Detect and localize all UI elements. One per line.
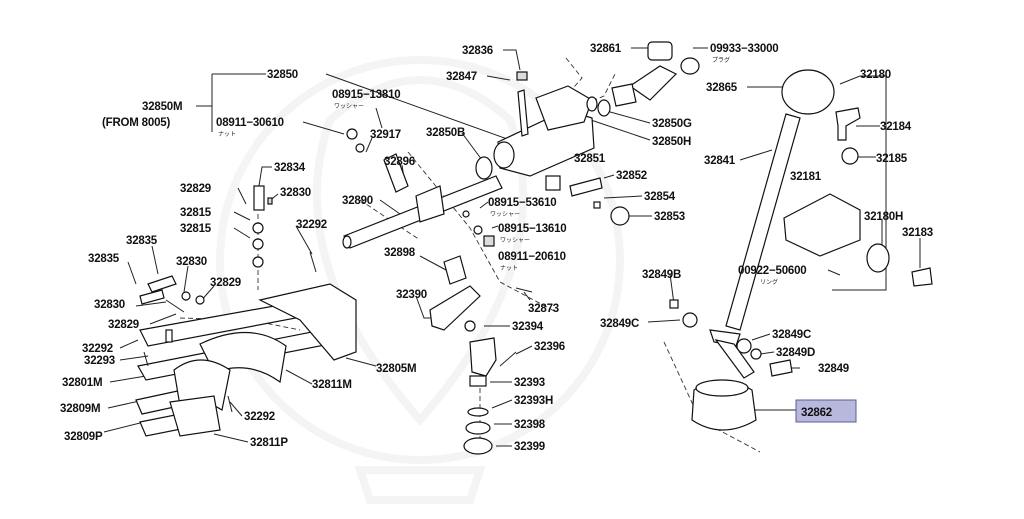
label-32834: 32834 [274,162,306,174]
shift-lever-32841 [691,69,835,431]
label-32183: 32183 [902,227,933,239]
label-32829-c: 32829 [108,319,139,331]
label-00922-50600: 00922−50600 [738,265,806,277]
label-08911-30610-sub: ナット [218,131,236,138]
label-32292-c: 32292 [244,411,275,423]
label-32393: 32393 [514,377,545,389]
label-08915-13610-sub: ワッシャー [500,237,530,244]
label-32809P: 32809P [64,431,103,443]
label-32399: 32399 [514,441,545,453]
label-32181: 32181 [790,171,822,183]
label-32853: 32853 [654,211,685,223]
label-08915-53610: 08915−53610 [488,197,556,209]
label-08915-53610-sub: ワッシャー [490,211,520,218]
label-32850B: 32850B [426,127,465,139]
label-08911-20610: 08911−20610 [498,251,566,263]
label-32835-a: 32835 [126,235,158,247]
label-32390: 32390 [396,289,427,301]
label-32809M: 32809M [60,403,100,415]
label-32898: 32898 [384,247,416,259]
label-32862[interactable]: 32862 [801,407,832,419]
label-32180: 32180 [860,69,891,81]
label-32811M: 32811M [312,379,352,391]
label-32850M-note: (FROM 8005) [102,117,170,129]
label-32836: 32836 [462,45,493,57]
label-32394: 32394 [512,321,544,333]
label-32851: 32851 [574,153,606,165]
label-32805M: 32805M [376,363,416,375]
label-32873: 32873 [528,303,559,315]
label-32292-b: 32292 [82,343,113,355]
label-32815-b: 32815 [180,223,212,235]
label-32835-b: 32835 [88,253,120,265]
label-32396: 32396 [534,341,565,353]
label-09933-33000: 09933−33000 [710,43,778,55]
label-32184: 32184 [880,121,912,133]
label-32849: 32849 [818,363,849,375]
label-32917: 32917 [370,129,401,141]
label-32896: 32896 [384,156,415,168]
label-08915-13810-sub: ワッシャー [334,103,364,110]
label-00922-sub: リング [760,278,778,286]
label-32811P: 32811P [250,437,288,449]
label-32850H: 32850H [652,136,691,148]
label-32180H: 32180H [864,211,903,223]
label-32815-a: 32815 [180,207,212,219]
shift-fork-rails [135,283,357,437]
part-labels: 32836 32861 09933−33000 プラグ 32847 32850 … [60,43,933,453]
shift-rod-32890 [342,175,503,249]
label-32830-c: 32830 [94,299,125,311]
watermark-emblem [216,56,624,504]
label-08911-30610: 08911−30610 [216,117,284,129]
label-32849B: 32849B [642,269,681,281]
label-32850: 32850 [267,69,298,81]
leader-lines [103,47,921,447]
label-32852: 32852 [616,170,647,182]
label-32830-a: 32830 [280,187,311,199]
label-08915-13810: 08915−13810 [332,89,400,101]
label-32292-a: 32292 [296,219,327,231]
label-32865: 32865 [706,82,738,94]
label-32393H: 32393H [514,395,553,407]
label-32849D: 32849D [776,347,815,359]
label-32849C-a: 32849C [600,318,639,330]
label-32890: 32890 [342,195,373,207]
label-32850M: 32850M [142,101,182,113]
lever-retainer-32180 [783,107,933,287]
small-parts [139,41,793,455]
highlight-box[interactable] [795,399,857,423]
label-32841: 32841 [704,155,736,167]
label-08911-20610-sub: ナット [500,265,518,272]
label-32847: 32847 [446,71,477,83]
label-32849C-b: 32849C [772,329,811,341]
label-32830-b: 32830 [176,256,207,268]
label-32829-a: 32829 [180,183,211,195]
label-32829-b: 32829 [210,277,241,289]
label-32398: 32398 [514,419,546,431]
highlight-32862[interactable]: 32862 [795,399,857,423]
label-08915-13610: 08915−13610 [498,223,566,235]
label-32850G: 32850G [652,118,692,130]
label-09933-sub: プラグ [712,56,730,64]
housing-32850 [475,85,611,180]
label-32854: 32854 [644,191,676,203]
label-32185: 32185 [876,153,908,165]
label-32801M: 32801M [62,377,102,389]
label-32861: 32861 [590,43,622,55]
label-32293: 32293 [84,355,115,367]
